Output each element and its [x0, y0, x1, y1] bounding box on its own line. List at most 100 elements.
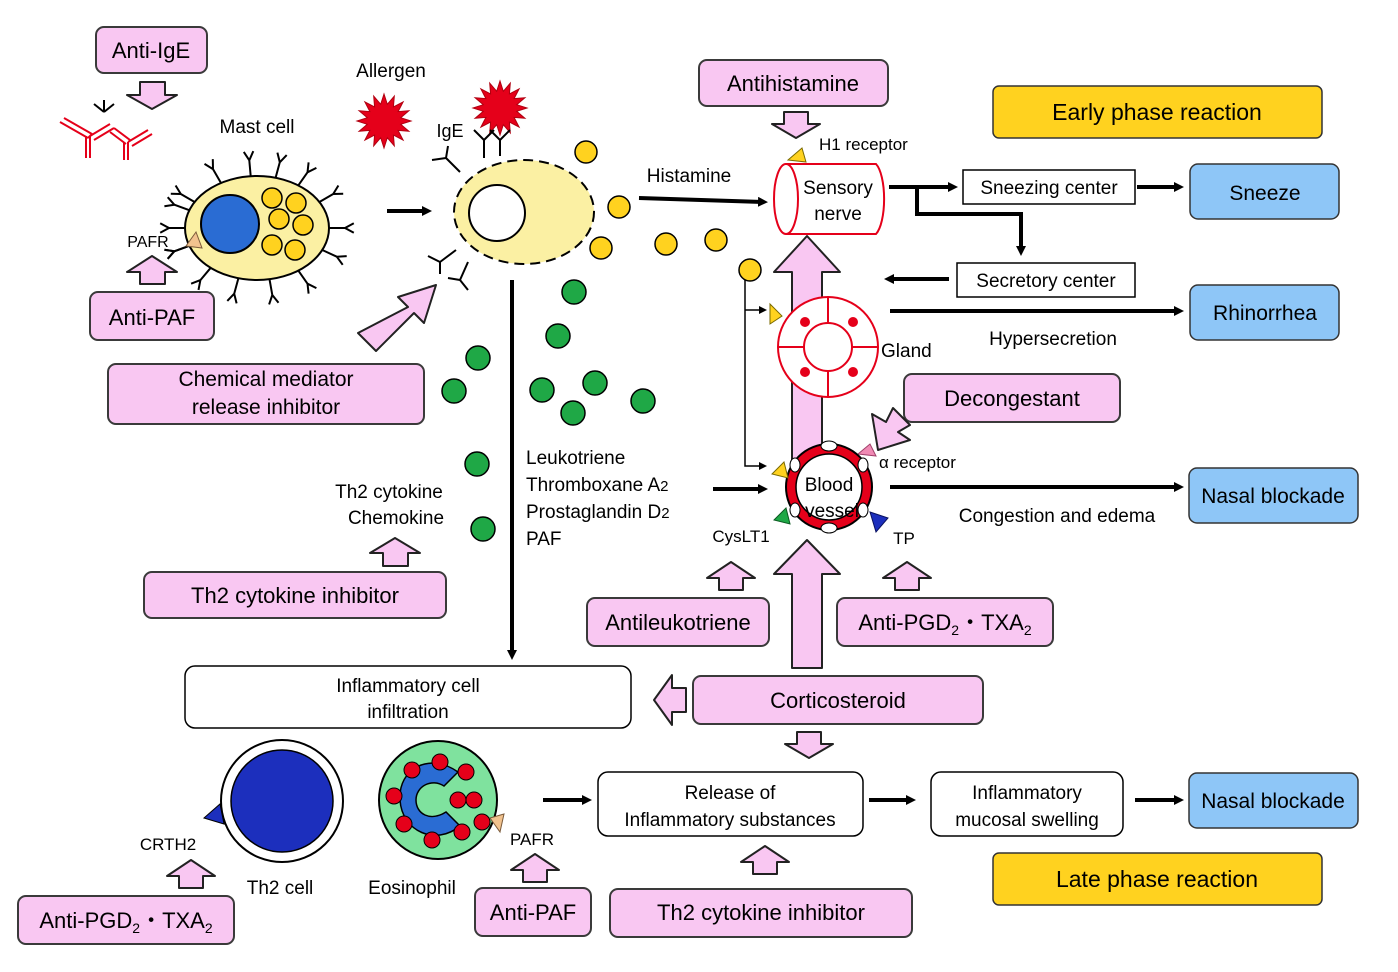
ige-receptor-icon — [321, 249, 347, 266]
svg-text:Sneeze: Sneeze — [1229, 182, 1300, 205]
histamine-branch-lines — [744, 280, 767, 470]
pafr-receptor-top-icon — [185, 230, 203, 249]
svg-text:Blood: Blood — [805, 475, 854, 496]
crth2-receptor-icon — [202, 803, 225, 825]
lipid-mediators — [441, 279, 656, 542]
hollow-arrow-up-anti-paf-bottom — [510, 853, 560, 883]
svg-text:Release of: Release of — [685, 783, 777, 804]
arrow-nerve-to-secretory — [915, 187, 1026, 256]
ige-receptor-icon — [297, 270, 317, 294]
th2-cytokine-inhibitor-left-drug: Th2 cytokine inhibitor — [143, 571, 447, 619]
anti-paf-bottom-drug: Anti-PAF — [474, 887, 592, 937]
svg-text:vessel: vessel — [805, 501, 859, 522]
hollow-arrow-up-anti-pgd-left — [166, 859, 216, 889]
th2-cell-label: Th2 cell — [247, 878, 314, 899]
alpha-receptor-label: α receptor — [879, 453, 956, 472]
svg-text:Late phase reaction: Late phase reaction — [1056, 866, 1258, 892]
sneeze-symptom: Sneeze — [1189, 163, 1340, 220]
nasal-blockade-early-symptom: Nasal blockade — [1188, 467, 1359, 524]
ige-receptor-icon — [203, 159, 222, 184]
antihistamine-drug: Antihistamine — [698, 59, 889, 107]
degranulating-cell-receptors — [427, 129, 511, 291]
ige-receptor-icon — [297, 162, 317, 186]
anti-ige-drug: Anti-IgE — [95, 26, 208, 74]
anti-paf-top-drug: Anti-PAF — [89, 291, 215, 341]
cyslt1-label: CysLT1 — [712, 527, 769, 546]
svg-text:release inhibitor: release inhibitor — [192, 396, 340, 419]
svg-text:Early phase reaction: Early phase reaction — [1052, 99, 1262, 125]
mediator-list: Leukotriene Thromboxane A2 Prostaglandin… — [526, 448, 670, 550]
allergen-label: Allergen — [356, 61, 426, 82]
rhinorrhea-symptom: Rhinorrhea — [1189, 284, 1340, 341]
svg-text:Anti-PGD2・TXA2: Anti-PGD2・TXA2 — [858, 610, 1032, 638]
svg-text:Secretory center: Secretory center — [976, 271, 1116, 292]
hollow-arrow-up-anti-pgd-right — [882, 561, 932, 591]
secretory-center-box: Secretory center — [956, 262, 1136, 298]
svg-text:Leukotriene: Leukotriene — [526, 448, 625, 469]
h1-receptor-icon — [786, 147, 807, 163]
sneezing-center-box: Sneezing center — [962, 169, 1136, 205]
corticosteroid-up-arrow — [773, 539, 841, 669]
hollow-arrow-up-th2-inhibitor-bottom — [740, 845, 790, 875]
eosinophil — [378, 740, 498, 860]
svg-text:Decongestant: Decongestant — [944, 386, 1080, 411]
chemokine-label: Chemokine — [348, 508, 444, 529]
vessel-yellow-receptor-icon — [771, 461, 789, 479]
blood-vessel: Blood vessel — [785, 440, 873, 534]
svg-text:PAF: PAF — [526, 529, 562, 550]
ige-receptor-icon — [164, 244, 190, 260]
ige-receptor-icon — [226, 277, 240, 304]
chemical-mediator-release-inhibitor-drug: Chemical mediator release inhibitor — [107, 363, 425, 425]
early-phase-banner: Early phase reaction — [992, 85, 1323, 139]
hollow-arrow-down-antihistamine — [771, 111, 821, 139]
gland — [777, 296, 879, 398]
mast-cell-nucleus — [200, 194, 260, 254]
ige-receptor-icon — [164, 196, 190, 212]
tp-receptor-icon — [869, 511, 889, 534]
late-phase-banner: Late phase reaction — [992, 852, 1323, 906]
decongestant-drug: Decongestant — [903, 373, 1121, 423]
svg-text:Thromboxane A2: Thromboxane A2 — [526, 475, 668, 496]
crth2-label: CRTH2 — [140, 835, 196, 854]
ige-receptor-icon — [190, 267, 212, 291]
mast-cell-receptors — [159, 150, 355, 305]
pafr-label-bottom: PAFR — [510, 830, 554, 849]
svg-text:Nasal blockade: Nasal blockade — [1201, 485, 1345, 508]
degranulating-cell-nucleus — [468, 184, 526, 242]
svg-text:nerve: nerve — [814, 204, 862, 225]
ige-antibody-black-icon — [93, 100, 115, 113]
hollow-arrow-chem-inhibitor — [357, 284, 437, 352]
eosinophil-label: Eosinophil — [368, 878, 456, 899]
hypersecretion-label: Hypersecretion — [989, 329, 1117, 350]
anti-pgd2-txa2-right-drug: Anti-PGD2・TXA2 — [836, 597, 1054, 647]
svg-text:Anti-IgE: Anti-IgE — [112, 38, 190, 63]
th2-cytokine-label: Th2 cytokine — [335, 482, 443, 503]
th2-cytokine-inhibitor-bottom-drug: Th2 cytokine inhibitor — [609, 888, 913, 938]
ige-receptor-icon — [159, 222, 185, 234]
hollow-arrow-up-antileukotriene — [706, 561, 756, 591]
allergen-icon — [355, 92, 413, 150]
arrow-histamine-to-nerve — [638, 196, 768, 207]
mast-cell-granules — [261, 187, 314, 261]
svg-text:mucosal swelling: mucosal swelling — [955, 810, 1099, 831]
histamine-granules — [574, 140, 762, 282]
hollow-arrow-up-anti-paf-top — [126, 255, 178, 285]
svg-text:Th2 cytokine inhibitor: Th2 cytokine inhibitor — [657, 900, 865, 925]
histamine-label: Histamine — [647, 166, 731, 187]
svg-text:Inflammatory: Inflammatory — [972, 783, 1082, 804]
hollow-arrow-down-corticosteroid — [784, 731, 834, 759]
alpha-receptor-icon — [856, 443, 877, 457]
svg-text:infiltration: infiltration — [367, 702, 448, 723]
release-substances-box: Release of Inflammatory substances — [597, 771, 864, 837]
h1-receptor-label: H1 receptor — [819, 135, 908, 154]
ige-receptor-icon — [268, 279, 280, 305]
svg-text:Nasal blockade: Nasal blockade — [1201, 790, 1345, 813]
svg-text:Anti-PGD2・TXA2: Anti-PGD2・TXA2 — [39, 908, 213, 936]
hollow-arrow-down-anti-ige — [126, 81, 178, 110]
pafr-receptor-bottom-icon — [489, 813, 505, 834]
ige-receptor-icon — [170, 184, 196, 203]
svg-text:Anti-PAF: Anti-PAF — [109, 305, 195, 330]
svg-text:Inflammatory substances: Inflammatory substances — [624, 810, 835, 831]
svg-text:Inflammatory cell: Inflammatory cell — [336, 676, 480, 697]
